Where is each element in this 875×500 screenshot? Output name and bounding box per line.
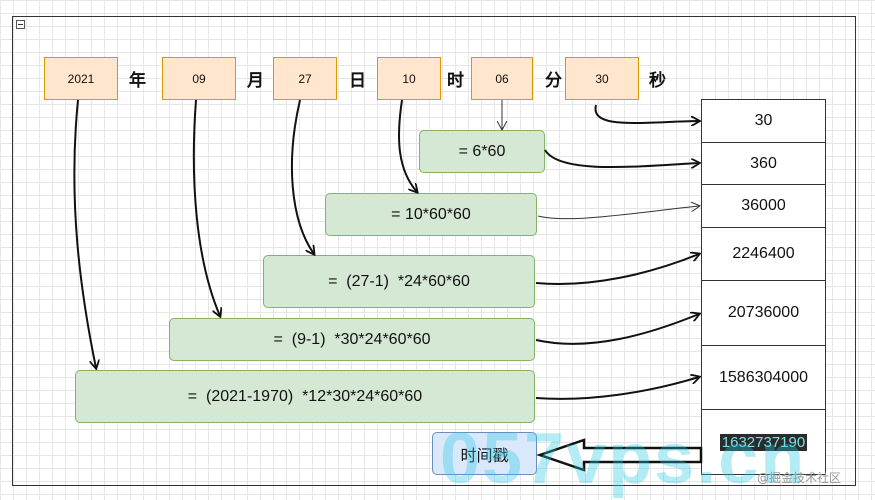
arrow-month-to-calc xyxy=(192,99,220,316)
result-hour: 36000 xyxy=(701,184,826,228)
year-value: 2021 xyxy=(67,71,95,86)
result-month-text: 20736000 xyxy=(727,304,800,321)
minute-box: 06 xyxy=(471,57,533,100)
result-minute: 360 xyxy=(701,142,826,185)
result-month: 20736000 xyxy=(701,280,826,346)
result-total-text: 1632737190 xyxy=(719,433,808,451)
year-unit: 年 xyxy=(129,71,146,91)
day-value: 27 xyxy=(298,71,312,86)
calc-day-text: = (27-1) *24*60*60 xyxy=(328,272,470,290)
hour-box: 10 xyxy=(377,57,441,100)
arrow-hour-calc-to-result xyxy=(537,206,699,220)
diagram-frame xyxy=(12,16,856,486)
day-unit: 日 xyxy=(349,71,366,91)
second-value: 30 xyxy=(595,71,609,86)
result-second-text: 30 xyxy=(754,112,773,129)
arrow-total-to-timestamp xyxy=(536,438,703,472)
arrow-year-to-calc xyxy=(73,99,96,368)
calc-month-text: = (9-1) *30*24*60*60 xyxy=(273,330,431,348)
calc-hour: = 10*60*60 xyxy=(325,193,537,236)
calc-minute: = 6*60 xyxy=(419,130,545,173)
arrow-day-calc-to-result xyxy=(535,254,699,286)
calc-year-text: = (2021-1970) *12*30*24*60*60 xyxy=(187,387,423,405)
month-unit: 月 xyxy=(247,71,264,91)
minute-value: 06 xyxy=(495,71,509,86)
timestamp-label: 时间戳 xyxy=(460,445,509,465)
collapse-icon[interactable] xyxy=(16,20,25,29)
calc-minute-text: = 6*60 xyxy=(458,142,506,160)
second-unit: 秒 xyxy=(649,71,666,91)
timestamp-box: 时间戳 xyxy=(432,432,537,475)
result-year: 1586304000 xyxy=(701,345,826,410)
arrow-second-to-result xyxy=(594,104,699,123)
result-total: 1632737190 xyxy=(701,409,826,475)
calc-hour-text: = 10*60*60 xyxy=(391,205,471,223)
arrow-minute-calc-to-result xyxy=(544,149,699,167)
second-box: 30 xyxy=(565,57,639,100)
hour-unit: 时 xyxy=(447,71,464,91)
month-box: 09 xyxy=(162,57,236,100)
minute-unit: 分 xyxy=(545,71,562,91)
arrow-day-to-calc xyxy=(290,99,314,254)
result-year-text: 1586304000 xyxy=(719,368,808,386)
calc-day: = (27-1) *24*60*60 xyxy=(263,255,535,308)
credit-label: @掘金技术社区 xyxy=(757,471,842,485)
month-value: 09 xyxy=(192,71,206,86)
result-day: 2246400 xyxy=(701,227,826,281)
year-box: 2021 xyxy=(44,57,118,100)
result-hour-text: 36000 xyxy=(741,197,786,214)
calc-month: = (9-1) *30*24*60*60 xyxy=(169,318,535,361)
calc-year: = (2021-1970) *12*30*24*60*60 xyxy=(75,370,535,423)
arrow-month-calc-to-result xyxy=(535,314,699,345)
result-minute-text: 360 xyxy=(750,154,777,172)
arrow-year-calc-to-result xyxy=(535,377,699,400)
hour-value: 10 xyxy=(402,71,416,86)
day-box: 27 xyxy=(273,57,337,100)
arrow-hour-to-calc xyxy=(398,99,417,192)
result-day-text: 2246400 xyxy=(732,245,795,262)
